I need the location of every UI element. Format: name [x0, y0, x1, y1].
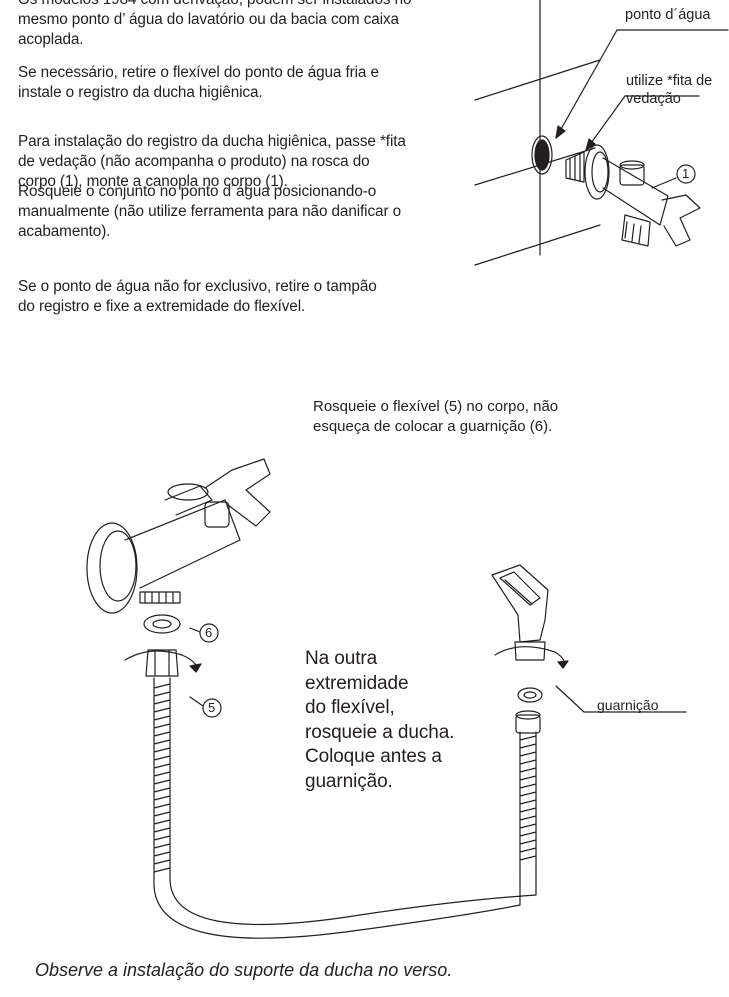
text-line: Para instalação do registro da ducha hig… — [18, 133, 406, 150]
callout-5-circle — [202, 698, 222, 718]
handle-hub — [204, 501, 230, 528]
valve-outlet-thread — [139, 591, 181, 604]
instruction-paragraph-models: Os modelos 1984 com derivação, podem ser… — [18, 0, 411, 50]
valve-top-nut — [619, 164, 645, 186]
cross-handle — [204, 458, 271, 527]
figure2-valve-assembly — [86, 458, 271, 718]
wall-perspective-line — [474, 224, 601, 266]
washer-6 — [143, 614, 181, 634]
text-line: do flexível, — [305, 697, 395, 718]
callout-1-number: 1 — [682, 166, 690, 181]
shower-trigger — [491, 564, 549, 643]
callout-6-number: 6 — [205, 625, 213, 640]
text-line: vedação — [626, 91, 681, 107]
instruction-paragraph-remove-hose: Se necessário, retire o flexível do pont… — [18, 63, 379, 103]
callout-5-leader — [189, 696, 204, 707]
text-line: extremidade — [305, 672, 409, 694]
valve-canopy — [584, 144, 610, 200]
valve-body — [124, 499, 241, 589]
step-screw-hose: Rosqueie o flexível (5) no corpo, não es… — [313, 397, 558, 437]
text-line: de vedação (não acompanha o produto) na … — [18, 153, 370, 170]
text-line: manualmente (não utilize ferramenta para… — [18, 203, 401, 220]
text-line: Se o ponto de água não for exclusivo, re… — [18, 278, 377, 295]
text-line: Rosqueie o flexível (5) no corpo, não — [313, 398, 559, 415]
hose-corrugated-right — [519, 731, 537, 871]
arrow-head — [555, 125, 566, 139]
text-line: acoplada. — [18, 31, 84, 48]
text-line: Na outra — [305, 648, 378, 669]
guarnicao-washer — [517, 687, 543, 703]
leader-ponto-arrow-line — [555, 29, 618, 139]
figure1-wall-diagram — [474, 0, 729, 266]
rotation-arrow — [494, 646, 565, 669]
text-line: Rosqueie o conjunto no ponto d´água posi… — [18, 183, 377, 200]
footer-note: Observe a instalação do suporte da ducha… — [35, 960, 453, 980]
rotation-arrow — [124, 650, 198, 673]
callout-6-circle — [199, 623, 219, 643]
label-sealing-tape: utilize *fita de vedação — [626, 72, 712, 108]
text-line: Os modelos 1984 com derivação, podem ser… — [18, 0, 411, 10]
text-line: Coloque antes a — [305, 746, 442, 767]
valve-canopy — [86, 522, 138, 614]
text-line: corpo (1), monte a canopla no corpo (1). — [18, 173, 288, 190]
guarnicao-leader — [555, 685, 585, 713]
valve-body — [602, 157, 669, 226]
figure2-shower-head — [491, 564, 687, 713]
hose-nut — [145, 649, 179, 677]
figure2-hose — [153, 677, 541, 939]
callout-1-circle — [676, 164, 696, 184]
valve-cap — [164, 485, 213, 516]
water-point-hole — [534, 139, 550, 171]
callout-6-leader — [189, 627, 201, 633]
instruction-paragraph-screw-assembly: Rosqueie o conjunto no ponto d´água posi… — [18, 182, 401, 242]
cross-handle — [661, 194, 701, 247]
label-guarnicao: guarnição — [597, 697, 659, 713]
callout-1-leader — [651, 177, 677, 189]
text-line: esqueça de colocar a guarnição (6). — [313, 418, 553, 435]
shower-neck — [514, 641, 546, 661]
hose-nut-right — [515, 714, 541, 734]
leader-fita-arrow-line — [585, 95, 626, 151]
text-line: rosqueie a ducha. — [305, 721, 455, 743]
instruction-paragraph-non-exclusive: Se o ponto de água não for exclusivo, re… — [18, 277, 377, 317]
step-other-end-instructions: Na outra extremidade do flexível, rosque… — [305, 647, 454, 794]
wall-perspective-line — [474, 147, 596, 186]
instruction-paragraph-sealing-tape: Para instalação do registro da ducha hig… — [18, 132, 406, 192]
text-line: utilize *fita de — [626, 73, 713, 89]
text-line: do registro e fixe a extremidade do flex… — [18, 298, 306, 315]
thread-stub — [565, 151, 585, 183]
label-water-point: ponto d´água — [625, 7, 711, 23]
text-line: guarnição. — [305, 770, 393, 792]
water-point-ring — [531, 135, 553, 175]
text-line: mesmo ponto d’ água do lavatório ou da b… — [18, 11, 399, 28]
valve-outlet-thread — [621, 214, 651, 247]
hose-loop-inner — [169, 869, 537, 926]
hose-loop-outer — [153, 869, 521, 939]
text-line: instale o registro da ducha higiênica. — [18, 84, 263, 101]
arrow-head — [585, 138, 596, 151]
text-line: Se necessário, retire o flexível do pont… — [18, 64, 379, 81]
wall-perspective-line — [474, 59, 601, 101]
callout-5-number: 5 — [208, 700, 216, 715]
text-line: acabamento). — [18, 223, 111, 240]
